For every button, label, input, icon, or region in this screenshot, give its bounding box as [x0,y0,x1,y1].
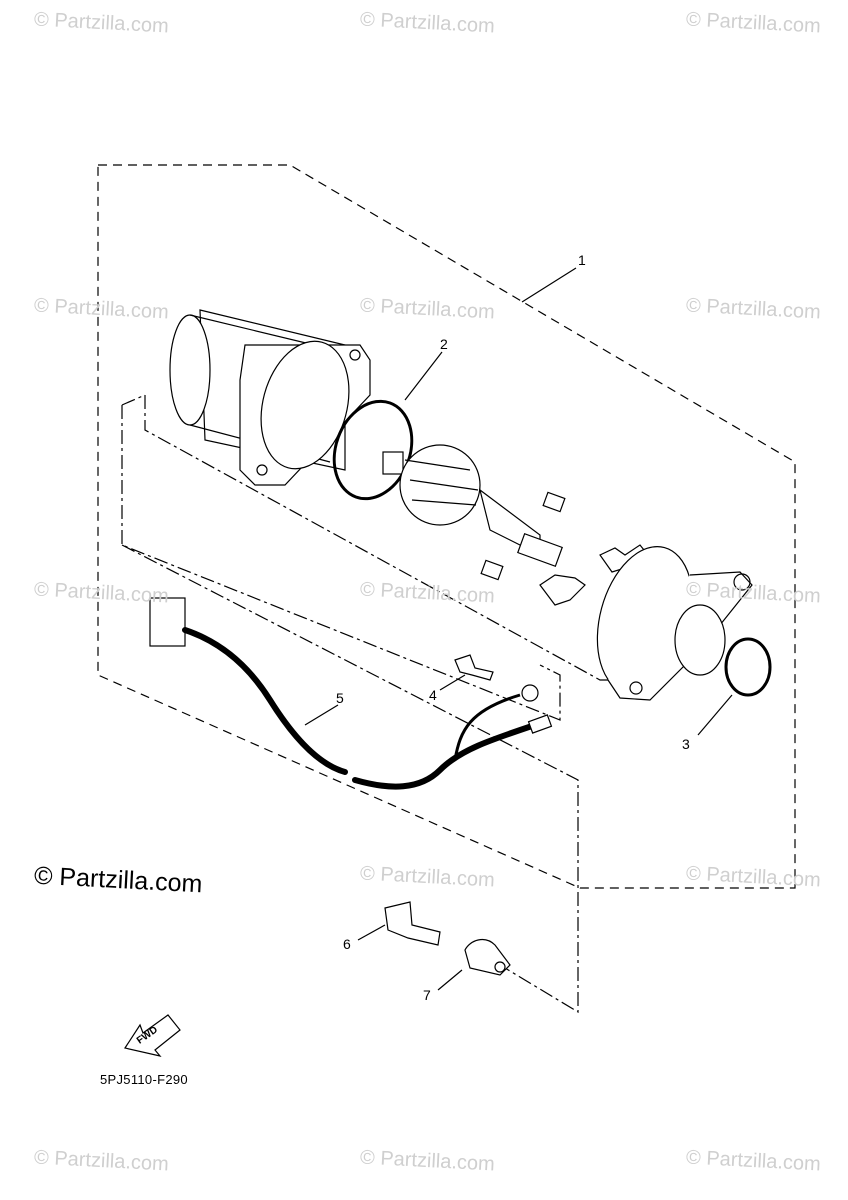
assembly-boundary [97,164,796,889]
o-ring-3 [724,637,772,697]
end-cover [596,546,753,701]
lead-wire [149,597,553,790]
brush-spring [542,491,566,513]
armature [382,444,563,568]
callout-3[interactable]: 3 [682,736,690,752]
callout-5[interactable]: 5 [336,690,344,706]
brush-spring [480,559,504,581]
screw-4 [454,654,494,681]
callout-1[interactable]: 1 [578,252,586,268]
brush [539,574,586,606]
diagram-code: 5PJ5110-F290 [100,1072,188,1087]
axis-frame [144,395,610,681]
bolt-6 [384,901,441,946]
clamp-7 [464,938,511,976]
callout-4[interactable]: 4 [429,687,437,703]
fwd-arrow-icon [124,1014,181,1057]
callout-6[interactable]: 6 [343,936,351,952]
callout-2[interactable]: 2 [440,336,448,352]
starter-motor-yoke [169,309,371,486]
callout-7[interactable]: 7 [423,987,431,1003]
